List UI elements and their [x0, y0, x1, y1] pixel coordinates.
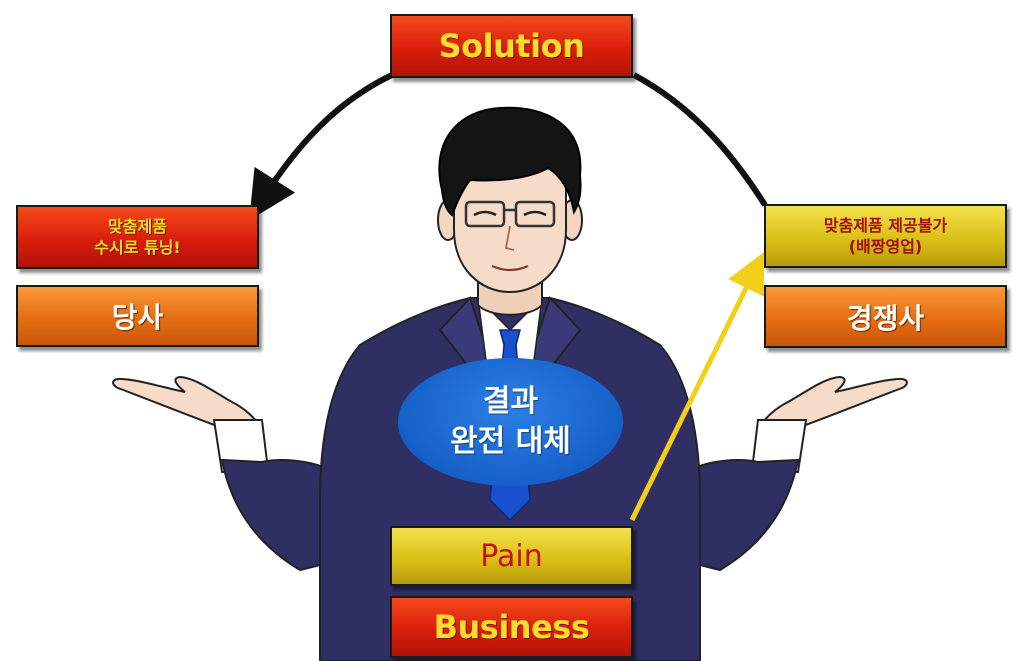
feedback-arrow-black [249, 72, 394, 221]
result-line2: 완전 대체 [450, 424, 571, 459]
left-note-line2: 수시로 튜닝! [94, 238, 181, 257]
pain-label: Pain [480, 538, 543, 574]
our-company-box: 당사 [16, 285, 259, 347]
competitor-label: 경쟁사 [846, 301, 925, 335]
right-note-line2: (배짱영업) [848, 237, 923, 256]
left-note-line1: 맞춤제품 [108, 217, 167, 236]
our-company-label: 당사 [111, 301, 164, 334]
right-note-line1: 맞춤제품 제공불가 [823, 216, 948, 235]
right-note-box: 맞춤제품 제공불가 (배짱영업) [764, 204, 1007, 268]
left-note-box: 맞춤제품 수시로 튜닝! [16, 205, 259, 269]
pain-arrow-yellow [629, 252, 765, 522]
business-label: Business [433, 608, 590, 646]
competitor-box: 경쟁사 [764, 285, 1007, 348]
solution-box: Solution [390, 14, 633, 78]
business-box: Business [390, 596, 633, 658]
solution-label: Solution [438, 27, 585, 65]
pain-box: Pain [390, 526, 633, 586]
result-line1: 결과 [482, 384, 539, 419]
result-oval: 결과 완전 대체 [398, 358, 623, 486]
feedback-line-black [632, 72, 768, 207]
